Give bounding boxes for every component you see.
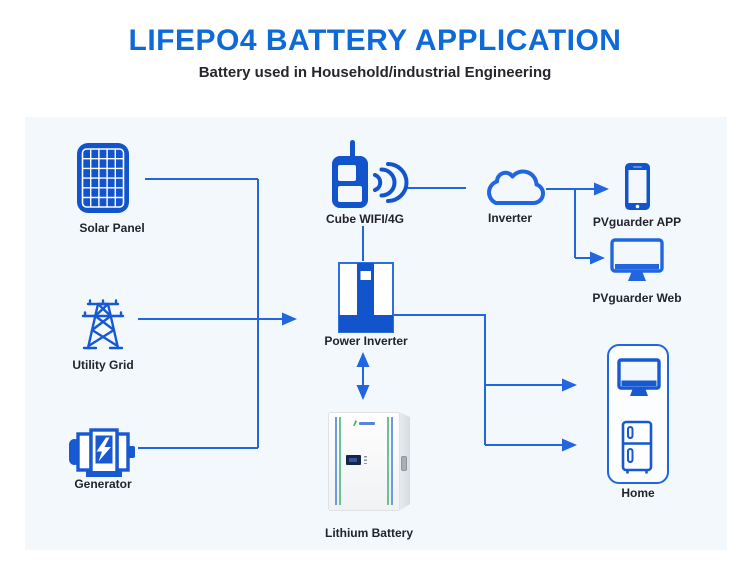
pvguarder-app-label: PVguarder APP	[592, 215, 682, 229]
fridge-icon	[621, 420, 653, 474]
utility-grid-label: Utility Grid	[72, 358, 134, 372]
generator-label: Generator	[74, 477, 132, 491]
solar-panel-icon	[77, 143, 129, 213]
battery-side-port	[401, 456, 407, 471]
power-inverter-icon	[338, 262, 394, 333]
smartphone-icon	[625, 163, 650, 210]
battery-brand-logo	[353, 420, 377, 426]
page-title: LIFEPO4 BATTERY APPLICATION	[128, 24, 622, 57]
battery-buttons	[364, 456, 367, 464]
page-subtitle: Battery used in Household/industrial Eng…	[198, 64, 552, 81]
battery-display	[346, 455, 361, 465]
monitor-icon	[610, 238, 664, 281]
cloud-icon	[487, 169, 545, 205]
utility-grid-tower-icon	[81, 299, 125, 350]
power-inverter-label: Power Inverter	[324, 334, 408, 348]
lithium-battery-image	[328, 412, 410, 515]
pvguarder-web-label: PVguarder Web	[592, 291, 682, 305]
tv-icon	[617, 358, 661, 396]
lithium-battery-label: Lithium Battery	[324, 526, 413, 540]
generator-motor-icon	[69, 428, 135, 477]
walkie-talkie-wifi-icon	[332, 140, 409, 208]
home-label: Home	[621, 486, 655, 500]
cloud-inverter-label: Inverter	[487, 211, 533, 225]
cube-wifi-label: Cube WIFI/4G	[326, 212, 404, 226]
home-appliances-icon	[607, 344, 669, 484]
solar-panel-label: Solar Panel	[79, 221, 145, 235]
